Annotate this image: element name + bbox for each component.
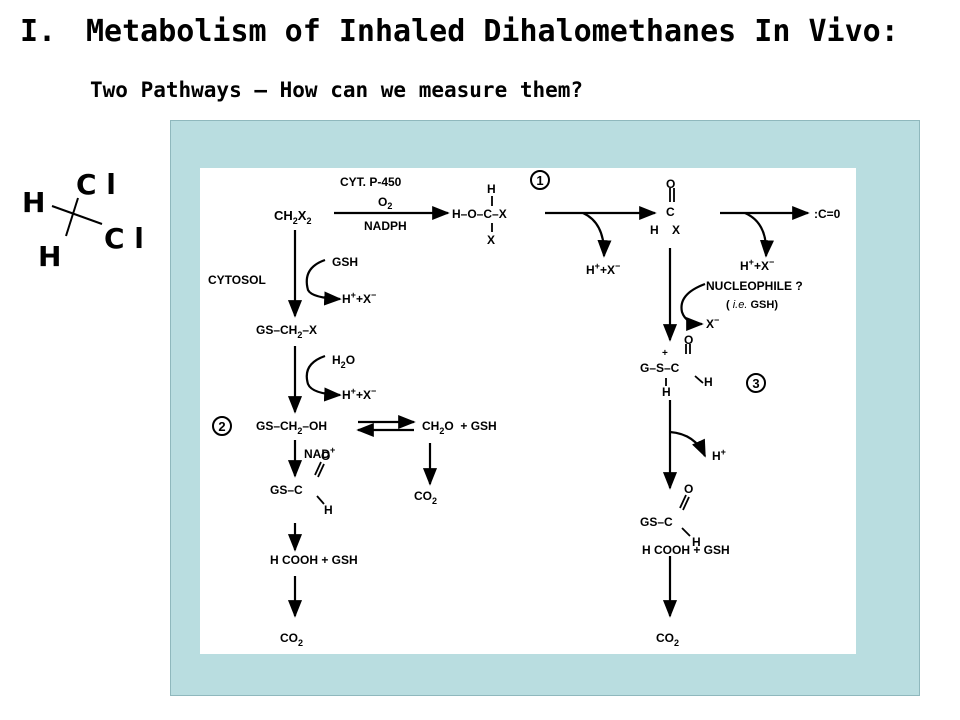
mol-bond-cl-h — [65, 197, 79, 237]
bond-gsc-o — [314, 461, 322, 476]
label-h2o: H2O — [332, 353, 355, 370]
dihalomethane-structure: H C l H C l — [22, 168, 144, 273]
curve-h-plus — [669, 430, 707, 458]
label-plus: + — [662, 348, 668, 359]
label-nucleophile: NUCLEOPHILE ? — [706, 279, 803, 293]
label-hocx: H–O–C–X — [452, 207, 507, 221]
label-gsch2x: GS–CH2–X — [256, 323, 317, 340]
label-gs-adduct: G–S–C — [640, 361, 680, 375]
circle-3-label: 3 — [752, 376, 759, 391]
bond-gsc2-h — [681, 527, 691, 537]
label-co: :C=0 — [814, 207, 841, 221]
label-nadph: NADPH — [364, 219, 407, 233]
arrow-release-hx1 — [582, 211, 612, 258]
circle-2 — [212, 416, 232, 436]
label-gsc: GS–C — [270, 483, 303, 497]
curve-gsh-1 — [305, 258, 342, 306]
curve-h2o — [305, 354, 342, 402]
circle-3 — [746, 373, 766, 393]
label-gsc2-o: O — [684, 482, 693, 496]
label-ch2o-gsh: CH2O + GSH — [422, 419, 497, 436]
mol-h-bottom: H — [38, 240, 61, 273]
label-o2: O2 — [378, 195, 392, 211]
bond-gs-adduct-h — [694, 375, 704, 384]
mol-cl-bottom: C l — [104, 222, 144, 255]
label-gsc-o: O — [321, 449, 330, 463]
label-co2-mid: CO2 — [414, 489, 437, 506]
label-ie-gsh: ( i.e. GSH) — [726, 299, 778, 311]
slide-number: I. — [20, 14, 57, 49]
label-h-plus-x-minus-4: H++X− — [342, 386, 376, 402]
label-gsc-h: H — [324, 503, 333, 517]
label-nad-plus: NAD+ — [304, 445, 335, 461]
label-cyt-p450: CYT. P-450 — [340, 175, 402, 189]
arrow-release-hx2 — [744, 211, 774, 258]
label-h-plus-x-minus-2: H++X− — [740, 257, 774, 273]
bond-gsc-h — [316, 495, 325, 505]
label-h-plus-x-minus-3: H++X− — [342, 290, 376, 306]
label-hcooh-gsh-left: H COOH + GSH — [270, 553, 358, 567]
label-hoc-x: X — [487, 233, 495, 247]
bond-gsc2-o — [679, 494, 687, 509]
mol-bond-h-cl — [51, 205, 103, 225]
label-co2-right: CO2 — [656, 631, 679, 648]
label-cytosol: CYTOSOL — [208, 273, 266, 287]
label-gsc2: GS–C — [640, 515, 673, 529]
label-gs-adduct-h: H — [704, 375, 713, 389]
slide-subtitle: Two Pathways – How can we measure them? — [90, 78, 584, 102]
label-ch2x2: CH2X2 — [274, 208, 311, 226]
label-gsc2-h: H — [692, 535, 701, 549]
label-hoc-h: H — [487, 182, 496, 196]
label-aldehyde-hx: H X — [650, 223, 680, 237]
mol-cl-top: C l — [76, 168, 116, 201]
label-h-plus: H+ — [712, 447, 726, 463]
label-hcooh-gsh-right: H COOH + GSH — [642, 543, 730, 557]
label-gs-adduct-o: O — [684, 333, 693, 347]
slide-title-text: Metabolism of Inhaled Dihalomethanes In … — [86, 14, 899, 49]
label-gsh-1: GSH — [332, 255, 358, 269]
circle-1-label: 1 — [536, 173, 543, 188]
mol-h-top: H — [22, 186, 45, 219]
label-gs-adduct-h-below: H — [662, 385, 671, 399]
label-aldehyde-o: O — [666, 177, 675, 191]
label-x-minus: X− — [706, 315, 719, 331]
label-co2-left: CO2 — [280, 631, 303, 648]
metabolic-pathway-scheme: 1 2 3 CYT. P-450 O2 NADPH CH2X2 H H–O–C–… — [208, 170, 841, 648]
circle-2-label: 2 — [218, 419, 225, 434]
bond-gsc2-o-2 — [682, 496, 690, 511]
slide-title: I. Metabolism of Inhaled Dihalomethanes I… — [20, 14, 899, 49]
curve-nucleophile — [680, 282, 706, 332]
label-aldehyde-c: C — [666, 205, 675, 219]
circle-1 — [530, 170, 550, 190]
bond-gsc-o-2 — [317, 463, 325, 478]
scheme-panel: 1 2 3 CYT. P-450 O2 NADPH CH2X2 H H–O–C–… — [200, 168, 856, 654]
label-gsch2oh: GS–CH2–OH — [256, 419, 327, 436]
label-h-plus-x-minus-1: H++X− — [586, 261, 620, 277]
